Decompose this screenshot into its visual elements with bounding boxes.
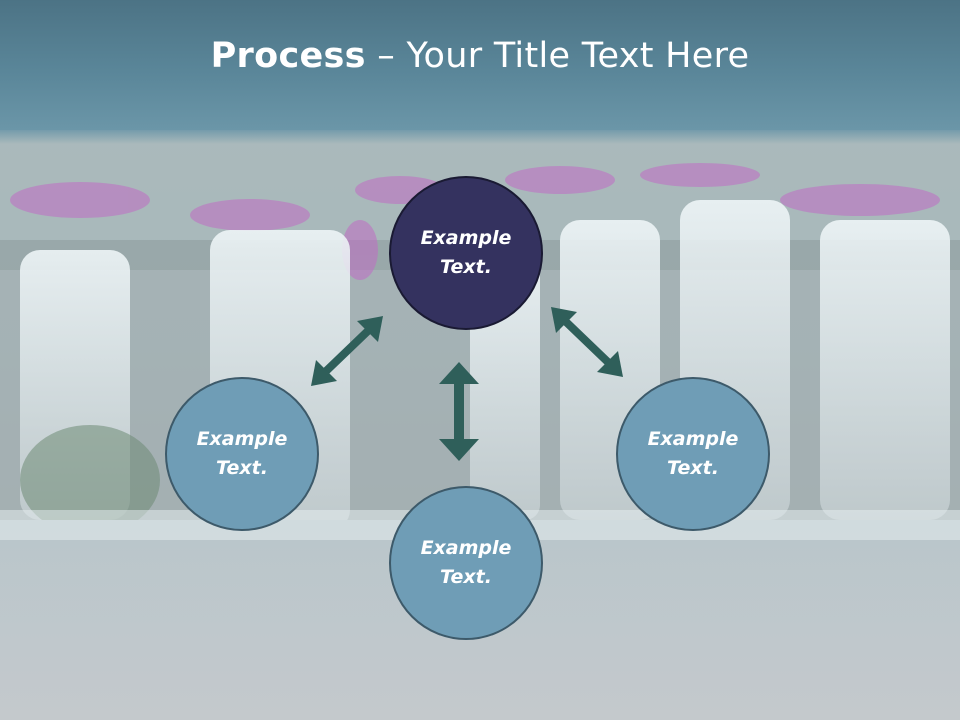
arrow-top-right (551, 307, 623, 377)
node-top-line1: Example (420, 227, 512, 249)
process-node-left: Example Text. (165, 377, 319, 531)
node-left-text: Example Text. (182, 425, 302, 483)
arrow-top-left (311, 316, 383, 386)
title-bar: Process – Your Title Text Here (0, 0, 960, 144)
node-top-line2: Text. (440, 256, 492, 278)
node-right-line1: Example (647, 428, 739, 450)
node-left-line2: Text. (216, 457, 268, 479)
node-right-line2: Text. (667, 457, 719, 479)
node-top-text: Example Text. (406, 224, 526, 282)
node-bottom-text: Example Text. (406, 534, 526, 592)
process-node-bottom: Example Text. (389, 486, 543, 640)
node-left-line1: Example (196, 428, 288, 450)
node-right-text: Example Text. (633, 425, 753, 483)
slide-title: Process – Your Title Text Here (211, 36, 750, 76)
process-node-right: Example Text. (616, 377, 770, 531)
title-bold: Process (210, 36, 366, 76)
arrow-vertical (439, 362, 479, 461)
node-bottom-line2: Text. (440, 566, 492, 588)
node-bottom-line1: Example (420, 537, 512, 559)
title-rest: – Your Title Text Here (365, 36, 750, 76)
process-node-top: Example Text. (389, 176, 543, 330)
